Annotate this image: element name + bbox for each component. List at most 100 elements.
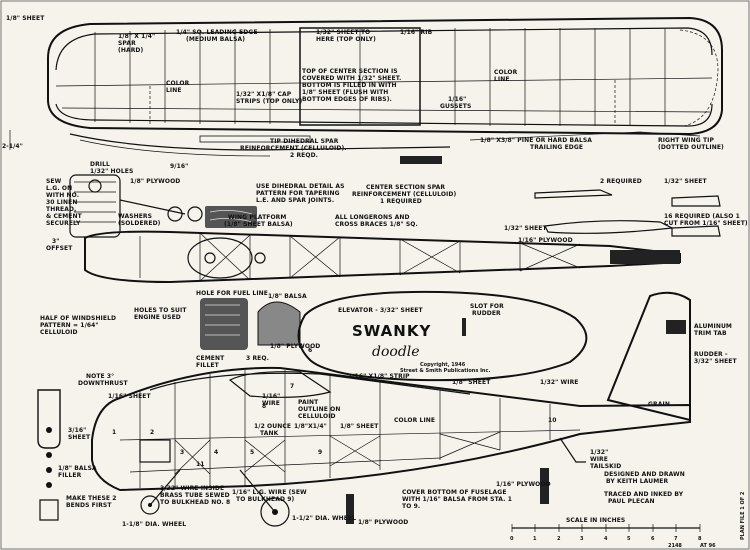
credit-line: DESIGNED AND DRAWN [604,471,685,478]
windshield-and-engine-details [200,298,301,350]
wing-label: GUSSETS [440,103,471,110]
station-number: 3 [180,449,184,456]
station-number: 10 [548,417,557,424]
wing-label: 9/16" [170,163,188,170]
detail-label: WITH NO. [46,192,79,199]
station-number: 8 [262,403,266,410]
copyright-line: Copyright, 1946 [420,362,466,368]
wing-label: BOTTOM EDGES OF RIBS). [302,96,392,103]
wing-label: REINFORCEMENT (CELLULOID). [240,145,347,152]
plan-title: SWANKY [352,322,431,340]
station-number: 9 [318,449,322,456]
wing-label: STRIPS (TOP ONLY) [236,98,302,105]
wing-label: 1/8" X 1/4" [118,33,155,40]
fuselage-label: 1/16" [262,393,280,400]
fuselage-label: 1/8" PLYWOOD [358,519,408,526]
fuselage-label: 1/8" SHEET [340,423,379,430]
credit-line: TRACED AND INKED BY [604,491,684,498]
copyright-line: Street & Smith Publications Inc. [400,368,490,374]
station-number: 7 [290,383,294,390]
detail-label: CENTER SECTION SPAR [366,184,445,191]
detail-label: RUDDER [472,310,501,317]
wing-label: (DOTTED OUTLINE) [658,144,724,151]
station-number: 11 [196,461,205,468]
fuselage-label: TO BULKHEAD 9) [236,496,295,503]
wing-label: 1/16" [448,96,466,103]
fuselage-label: TO 9. [402,503,420,510]
detail-label: 1/16" PLYWOOD [518,237,573,244]
scale-tick-label: 8 [698,536,702,542]
detail-label: TRIM TAB [694,330,727,337]
credit-line: BY KEITH LAUMER [606,478,668,485]
station-number: 4 [214,449,218,456]
detail-label: THREAD, [46,206,76,213]
fuselage-label: TO BULKHEAD NO. 8 [160,499,230,506]
detail-label: (1/8" SHEET BALSA) [224,221,293,228]
fuselage-label: TAILSKID [590,463,621,470]
detail-label: 1/32" SHEET [664,178,707,185]
wing-labels: 1/8" SHEET 1/8" X 1/4" SPAR (HARD) 1/4" … [2,15,724,170]
wing-label: (HARD) [118,47,144,54]
rudder-plan [606,291,691,422]
fuselage-label: DOWNTHRUST [78,380,129,387]
scale-tick-label: 0 [510,536,514,542]
detail-label: SEW [46,178,62,185]
wing-label: 2 REQD. [290,152,318,159]
detail-label: SECURELY [46,220,81,227]
wing-label: COLOR [494,69,518,76]
detail-label: DRILL [90,161,110,168]
wing-label: 1/32" SHEET TO [316,29,370,36]
fuselage-label: SHEET [68,434,91,441]
detail-label: 1/32" SHEET [504,225,547,232]
wing-label: HERE (TOP ONLY) [316,36,376,43]
wing-label: 2-1/4" [2,143,23,150]
wing-plan-view [9,16,723,164]
wing-label: TRAILING EDGE [530,144,583,151]
middle-labels: DRILL 1/32" HOLES 1/8" PLYWOOD SEW L.G. … [40,161,748,365]
fuselage-label: COLOR LINE [394,417,435,424]
scale-caption: SCALE IN INCHES [566,517,625,524]
station-number: 6 [308,347,312,354]
detail-label: USE DIHEDRAL DETAIL AS [256,183,345,190]
detail-label: PATTERN FOR TAPERING [256,190,340,197]
detail-label: 1/8" BALSA [268,293,307,300]
detail-label: L.E. AND SPAR JOINTS. [256,197,334,204]
scale-bar: 0 1 2 3 4 5 6 7 8 SCALE IN INCHES [510,517,702,542]
detail-label: OFFSET [46,245,73,252]
fuselage-label: 1/8" BALSA [58,465,97,472]
fuselage-label: MAKE THESE 2 [66,495,117,502]
wing-label: TOP OF CENTER SECTION IS [302,68,398,75]
detail-label: HOLE FOR FUEL LINE [196,290,268,297]
footer-note: AT 96 [700,543,716,549]
detail-label: ENGINE USED [134,314,181,321]
detail-label: HOLES TO SUIT [134,307,187,314]
wing-label: SPAR [118,40,136,47]
fuselage-bulkheads [139,370,551,488]
fuselage-label: FILLET [196,362,220,369]
wing-label: LINE [166,87,182,94]
station-number: 1 [112,429,116,436]
fuselage-label: 1-1/2" DIA. WHEEL [292,515,356,522]
detail-label: ALUMINUM [694,323,732,330]
fuselage-label: FILLER [58,472,82,479]
fuselage-label: BRASS TUBE SEWED [160,492,230,499]
station-numbers: 1 2 3 4 5 6 7 8 9 10 11 [112,347,557,468]
fuselage-label: 1/16" SHEET [108,393,151,400]
detail-label: ELEVATOR - 3/32" SHEET [338,307,423,314]
wing-label: 1/8" X3/8" PINE OR HARD BALSA [480,137,592,144]
detail-label: 1/32" HOLES [90,168,133,175]
detail-label: HALF OF WINDSHIELD [40,315,116,322]
wing-label: RIGHT WING TIP [658,137,714,144]
firewall-detail [69,174,203,238]
fuselage-label: COVER BOTTOM OF FUSELAGE [402,489,507,496]
fuselage-side-view [37,366,691,527]
plan-title-script: doodle [372,344,420,360]
detail-label: CROSS BRACES 1/8" SQ. [335,221,418,228]
detail-label: (SOLDERED) [118,220,161,227]
fuselage-label: GRAIN [648,401,670,408]
scale-tick-label: 3 [580,536,584,542]
fuselage-label: 3/16" [68,427,86,434]
fuselage-top-view [84,230,681,284]
detail-label: WASHERS [118,213,152,220]
spar-reinforcement-detail [205,206,257,228]
